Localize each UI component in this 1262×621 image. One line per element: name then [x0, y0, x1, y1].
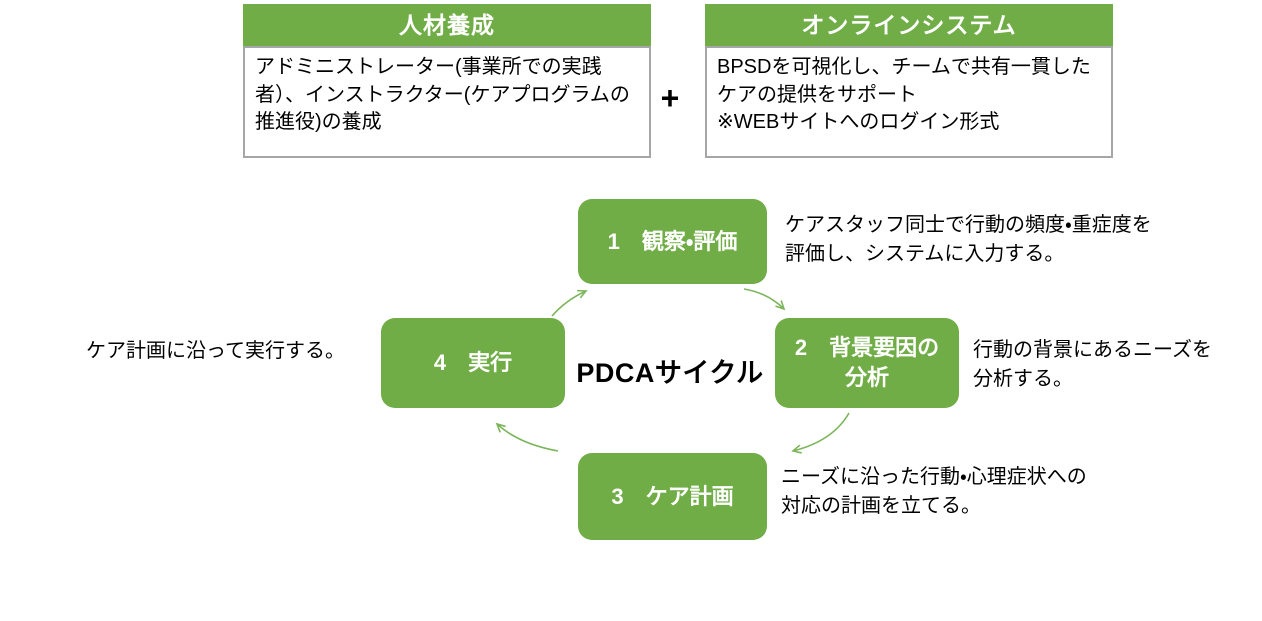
arrow-step4-to-step1 [551, 289, 588, 317]
plus-sign: + [660, 80, 680, 116]
arrow-step2-to-step3 [791, 412, 850, 454]
card-human-resource-body: アドミニストレーター(事業所での実践者）、インストラクター(ケアプログラムの推進… [243, 46, 651, 158]
card-online-system-body: BPSDを可視化し、チームで共有一貫したケアの提供をサポート ※WEBサイトへの… [705, 46, 1113, 158]
cycle-step-2-background-analysis: 2 背景要因の 分析 [775, 318, 959, 408]
cycle-step-4-execute: 4 実行 [381, 318, 565, 408]
step-2-description: 行動の背景にあるニーズを 分析する。 [973, 339, 1212, 390]
cycle-step-1-observe-evaluate: 1 観察・評価 [578, 199, 767, 284]
arrow-step3-to-step4 [495, 422, 559, 452]
pdca-cycle-label: PDCAサイクル [576, 358, 764, 388]
step-3-description: ニーズに沿った行動・心理症状への 対応の計画を立てる。 [781, 466, 1087, 517]
step-1-description: ケアスタッフ同士で行動の頻度・重症度を 評価し、システムに入力する。 [785, 214, 1152, 265]
card-online-system: オンラインシステム BPSDを可視化し、チームで共有一貫したケアの提供をサポート… [705, 4, 1113, 158]
card-human-resource-header: 人材養成 [243, 4, 651, 46]
cycle-step-3-care-plan: 3 ケア計画 [578, 453, 767, 540]
step-4-description: ケア計画に沿って実行する。 [86, 340, 345, 362]
arrow-step1-to-step2 [743, 288, 786, 311]
card-online-system-header: オンラインシステム [705, 4, 1113, 46]
card-human-resource: 人材養成 アドミニストレーター(事業所での実践者）、インストラクター(ケアプログ… [243, 4, 651, 158]
